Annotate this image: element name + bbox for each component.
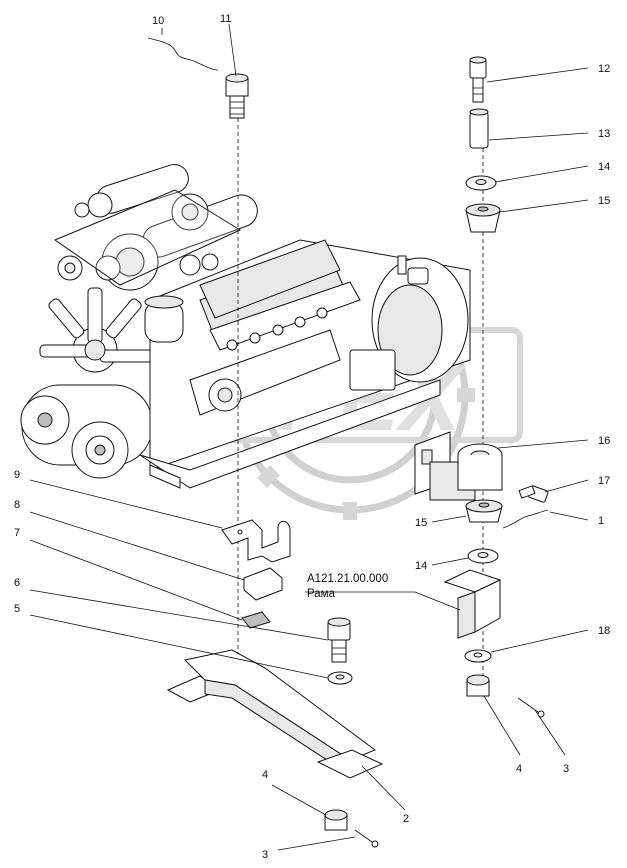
fan (39, 287, 156, 373)
callout-13: 13 (598, 128, 610, 140)
frame-bracket (443, 569, 502, 639)
assembly-reference: А121.21.00.000 Рама (307, 573, 388, 600)
part-13-sleeve (469, 108, 489, 149)
callout-14-bottom: 14 (415, 560, 427, 572)
part-12-bolt (469, 56, 487, 103)
part-15-cushion-top (465, 203, 501, 233)
part-2-beam (166, 649, 384, 779)
callout-10: 10 (152, 15, 164, 27)
callout-14-top: 14 (598, 161, 610, 173)
callout-17: 17 (598, 475, 610, 487)
callout-3-bottom: 3 (262, 849, 268, 861)
part-16-support (429, 443, 503, 501)
callout-15-top: 15 (598, 195, 610, 207)
callout-3-right: 3 (563, 763, 569, 775)
callout-15-bottom: 15 (415, 517, 427, 529)
callouts: 10 11 12 13 14 15 16 17 1 15 14 18 4 3 9… (14, 13, 610, 861)
part-4-nut-right (466, 674, 490, 697)
part-15-cushion-bottom (465, 499, 503, 523)
callout-7: 7 (14, 527, 20, 539)
callout-8: 8 (14, 499, 20, 511)
callout-18: 18 (598, 625, 610, 637)
part-17-bolt (518, 485, 549, 503)
part-10-wire (147, 37, 219, 71)
callout-6: 6 (14, 577, 20, 589)
part-7-plate (241, 611, 271, 629)
part-11-bolt (225, 73, 249, 119)
engine-illustration (20, 163, 471, 495)
callout-5: 5 (14, 603, 20, 615)
callout-4-right: 4 (516, 763, 522, 775)
part-5-washer (327, 671, 353, 685)
callout-16: 16 (598, 435, 610, 447)
assembly-code: А121.21.00.000 (307, 573, 388, 585)
part-8-pad (243, 567, 283, 601)
part-6-bolt (327, 617, 351, 663)
callout-1: 1 (598, 515, 604, 527)
callout-2: 2 (403, 813, 409, 825)
part-14-washer-bottom (467, 548, 499, 564)
part-1-wire (502, 509, 549, 529)
assembly-name: Рама (307, 588, 336, 600)
part-3-pin-right (517, 697, 545, 718)
callout-12: 12 (598, 63, 610, 75)
callout-11: 11 (220, 13, 231, 25)
callout-4-bottom: 4 (262, 769, 268, 781)
part-4-nut-bottom (324, 809, 348, 831)
callout-9: 9 (14, 469, 20, 481)
part-14-washer-top (465, 175, 497, 191)
part-3-pin-bottom (354, 829, 379, 848)
leader-lines (29, 23, 589, 851)
part-9-clamp (221, 519, 291, 563)
part-18-washer (464, 649, 492, 663)
